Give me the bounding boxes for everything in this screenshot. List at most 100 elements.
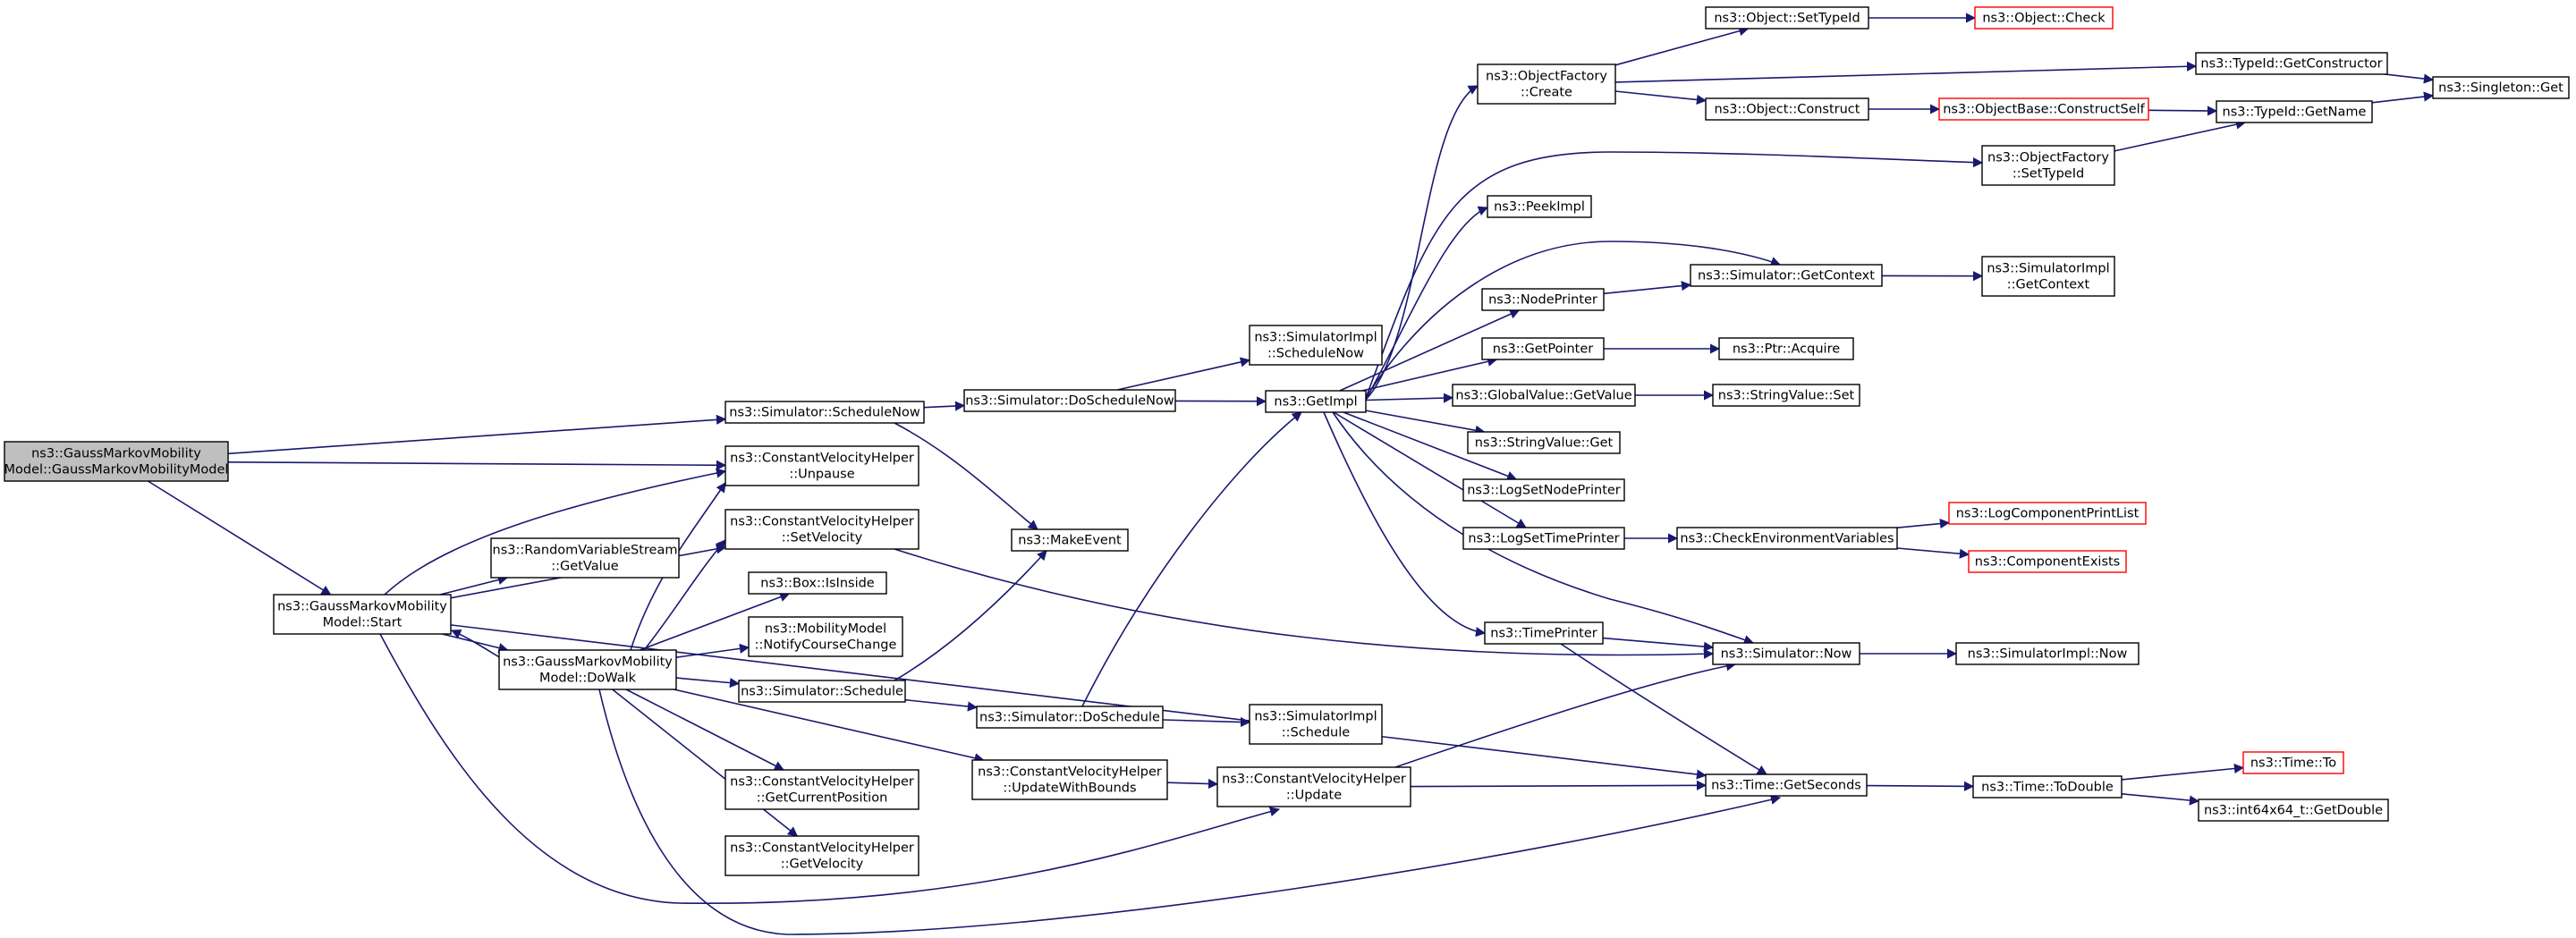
edge-checkenv-to-compexists <box>1896 547 1970 559</box>
node-box <box>1484 621 1604 645</box>
edges-layer <box>147 13 2435 935</box>
node-box <box>1981 256 2115 297</box>
node-peekimpl[interactable]: ns3::PeekImpl <box>1487 195 1592 218</box>
edge-obconstructself-to-tidgetname <box>2148 106 2218 116</box>
node-label-line: ns3::Object::Check <box>1982 12 2106 26</box>
node-ptracquire[interactable]: ns3::Ptr::Acquire <box>1718 337 1854 360</box>
node-ofcreate[interactable]: ns3::ObjectFactory::Create <box>1477 63 1616 105</box>
node-label-line: ns3::ConstantVelocityHelper <box>730 515 914 529</box>
node-simgetctx[interactable]: ns3::Simulator::GetContext <box>1690 264 1883 287</box>
node-root[interactable]: ns3::GaussMarkovMobilityModel::GaussMark… <box>4 441 229 482</box>
node-isinside[interactable]: ns3::Box::IsInside <box>748 571 887 595</box>
node-label-line: ns3::ObjectFactory <box>1486 70 1607 84</box>
node-logsetnode[interactable]: ns3::LogSetNodePrinter <box>1462 478 1625 502</box>
node-dowalk[interactable]: ns3::GaussMarkovMobilityModel::DoWalk <box>498 649 677 690</box>
node-box <box>1981 145 2115 186</box>
node-timeprinter[interactable]: ns3::TimePrinter <box>1484 621 1604 645</box>
edge-updbounds-to-update <box>1166 778 1219 790</box>
edge-setvel-to-simnow <box>894 548 1715 659</box>
node-gvgetvalue[interactable]: ns3::GlobalValue::GetValue <box>1452 384 1636 407</box>
node-getcurpos[interactable]: ns3::ConstantVelocityHelper::GetCurrentP… <box>724 769 919 810</box>
edge-getseconds-to-todouble <box>1866 781 1975 791</box>
node-label-line: ns3::Simulator::DoScheduleNow <box>965 394 1174 409</box>
node-getseconds[interactable]: ns3::Time::GetSeconds <box>1705 773 1868 797</box>
node-label-line: ns3::ConstantVelocityHelper <box>730 775 914 790</box>
node-update[interactable]: ns3::ConstantVelocityHelper::Update <box>1216 766 1411 807</box>
node-label-line: ns3::Simulator::GetContext <box>1698 269 1875 283</box>
edge-start-to-unpause <box>384 468 727 596</box>
node-label-line: ns3::NodePrinter <box>1488 293 1597 308</box>
edge-timeprinter-to-simnow <box>1602 637 1715 652</box>
node-label-line: ns3::MobilityModel <box>765 622 886 637</box>
node-objconstruct[interactable]: ns3::Object::Construct <box>1705 97 1869 121</box>
node-doschednow[interactable]: ns3::Simulator::DoScheduleNow <box>963 389 1176 412</box>
node-label-line: ns3::ConstantVelocityHelper <box>730 841 914 856</box>
node-unpause[interactable]: ns3::ConstantVelocityHelper::Unpause <box>724 445 919 486</box>
node-label-line: ns3::Simulator::ScheduleNow <box>729 406 920 420</box>
node-ofsettypeid[interactable]: ns3::ObjectFactory::SetTypeId <box>1981 145 2115 186</box>
node-label-line: ns3::SimulatorImpl <box>1254 710 1377 724</box>
node-singleton[interactable]: ns3::Singleton::Get <box>2432 76 2570 99</box>
node-objcheck[interactable]: ns3::Object::Check <box>1974 6 2114 30</box>
node-box <box>1265 390 1367 413</box>
node-label-line: ns3::GlobalValue::GetValue <box>1455 389 1631 403</box>
edge-schedule-to-makeevent <box>894 550 1047 681</box>
edge-todouble-to-timeto <box>2121 763 2245 781</box>
node-implsched[interactable]: ns3::SimulatorImpl::Schedule <box>1249 704 1383 745</box>
node-nodeprinter[interactable]: ns3::NodePrinter <box>1481 288 1605 311</box>
node-obconstructself[interactable]: ns3::ObjectBase::ConstructSelf <box>1938 97 2149 121</box>
node-label-line: ns3::SimulatorImpl::Now <box>1968 647 2128 662</box>
node-dosched[interactable]: ns3::Simulator::DoSchedule <box>976 706 1164 729</box>
edge-update-to-simnow <box>1394 661 1737 768</box>
node-getpointer[interactable]: ns3::GetPointer <box>1481 337 1605 360</box>
edge-getimpl-to-peekimpl <box>1365 206 1489 401</box>
node-label-line: Model::DoWalk <box>539 672 637 686</box>
node-box <box>1481 337 1605 360</box>
node-svget[interactable]: ns3::StringValue::Get <box>1467 431 1621 454</box>
node-setvel[interactable]: ns3::ConstantVelocityHelper::SetVelocity <box>724 509 919 550</box>
node-objsettypeid[interactable]: ns3::Object::SetTypeId <box>1705 6 1869 30</box>
node-box <box>963 389 1176 412</box>
node-getimpl[interactable]: ns3::GetImpl <box>1265 390 1367 413</box>
node-box <box>1487 195 1592 218</box>
node-label-line: ns3::Singleton::Get <box>2438 81 2563 96</box>
node-implschednow[interactable]: ns3::SimulatorImpl::ScheduleNow <box>1249 325 1383 366</box>
node-logsettime[interactable]: ns3::LogSetTimePrinter <box>1462 527 1625 550</box>
node-implgetctx[interactable]: ns3::SimulatorImpl::GetContext <box>1981 256 2115 297</box>
node-makeevent[interactable]: ns3::MakeEvent <box>1011 528 1129 552</box>
node-tidgetname[interactable]: ns3::TypeId::GetName <box>2216 100 2373 123</box>
node-logcomplist[interactable]: ns3::LogComponentPrintList <box>1948 502 2147 525</box>
node-simnow[interactable]: ns3::Simulator::Now <box>1712 642 1860 665</box>
node-notify[interactable]: ns3::MobilityModel::NotifyCourseChange <box>748 616 903 657</box>
node-box <box>738 680 906 703</box>
node-svset[interactable]: ns3::StringValue::Set <box>1712 384 1860 407</box>
node-label-line: ns3::GaussMarkovMobility <box>277 600 447 614</box>
edge-getimpl-to-logsettime <box>1333 411 1527 528</box>
node-box <box>1705 6 1869 30</box>
node-todouble[interactable]: ns3::Time::ToDouble <box>1972 775 2123 799</box>
edge-timeprinter-to-getseconds <box>1560 643 1767 775</box>
node-implnow[interactable]: ns3::SimulatorImpl::Now <box>1955 642 2140 665</box>
node-box <box>2216 100 2373 123</box>
node-schednow[interactable]: ns3::Simulator::ScheduleNow <box>724 401 925 424</box>
node-getdouble[interactable]: ns3::int64x64_t::GetDouble <box>2198 799 2389 822</box>
edge-dowalk-to-updbounds <box>674 689 985 764</box>
node-label-line: ns3::ConstantVelocityHelper <box>978 765 1162 780</box>
node-checkenv[interactable]: ns3::CheckEnvironmentVariables <box>1676 527 1898 550</box>
node-label-line: ns3::Box::IsInside <box>760 577 875 591</box>
node-compexists[interactable]: ns3::ComponentExists <box>1968 550 2127 573</box>
edge-dosched-to-implsched <box>1162 716 1251 728</box>
node-getvel[interactable]: ns3::ConstantVelocityHelper::GetVelocity <box>724 835 919 876</box>
node-updbounds[interactable]: ns3::ConstantVelocityHelper::UpdateWithB… <box>971 759 1168 800</box>
node-timeto[interactable]: ns3::Time::To <box>2242 751 2344 774</box>
node-schedule[interactable]: ns3::Simulator::Schedule <box>738 680 906 703</box>
edge-dosched-to-getimpl <box>1081 411 1302 707</box>
node-box <box>498 649 677 690</box>
node-tidgetctor[interactable]: ns3::TypeId::GetConstructor <box>2195 52 2388 75</box>
node-rvs[interactable]: ns3::RandomVariableStream::GetValue <box>490 537 680 579</box>
node-box <box>1718 337 1854 360</box>
nodes-layer: ns3::GaussMarkovMobilityModel::GaussMark… <box>4 6 2570 876</box>
node-box <box>1462 478 1625 502</box>
node-start[interactable]: ns3::GaussMarkovMobilityModel::Start <box>273 594 452 635</box>
edge-getimpl-to-ofcreate <box>1365 85 1479 401</box>
